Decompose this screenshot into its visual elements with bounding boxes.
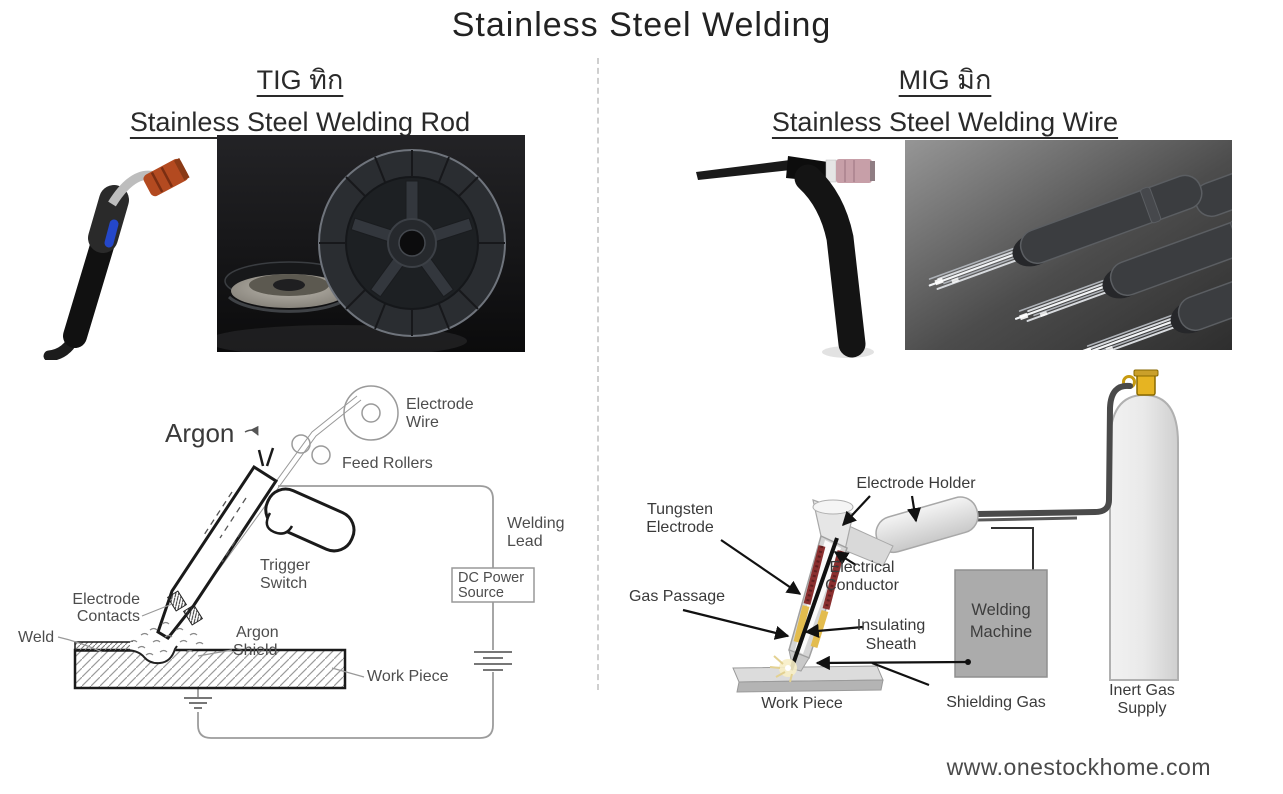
- label-shielding-gas: Shielding Gas: [946, 694, 1046, 711]
- tig-torch-photo: [696, 156, 875, 358]
- rod-tube-3: [1078, 241, 1232, 350]
- rod-tube-1: [928, 174, 1203, 290]
- label-trigger-switch-2: Switch: [260, 575, 307, 592]
- rod-tube-2: [1014, 206, 1232, 322]
- label-argon-shield-2: Shield: [233, 642, 277, 659]
- wire-spool-photo: [217, 135, 525, 352]
- page-title: Stainless Steel Welding: [451, 6, 832, 44]
- left-welding-diagram: DC Power Source: [18, 385, 565, 739]
- lying-wire-spool: [224, 261, 354, 313]
- right-heading-top: MIG มิก: [898, 65, 992, 95]
- label-electrode-wire-2: Wire: [406, 414, 439, 431]
- label-feed-rollers: Feed Rollers: [342, 455, 433, 472]
- label-insulating-sheath-1: Insulating: [857, 617, 926, 634]
- column-divider: [597, 58, 599, 690]
- label-electrode-contacts-2: Contacts: [77, 608, 140, 625]
- label-tungsten-electrode-2: Electrode: [646, 519, 714, 536]
- left-section-heading: TIG ทิก Stainless Steel Welding Rod: [30, 58, 570, 138]
- label-electrical-conductor-1: Electrical: [830, 559, 895, 576]
- label-electrode-contacts-1: Electrode: [72, 591, 140, 608]
- cylinder-valve: [1136, 373, 1156, 396]
- feed-rollers: [291, 434, 331, 465]
- label-insulating-sheath-2: Sheath: [866, 636, 917, 653]
- label-argon: Argon: [165, 418, 234, 448]
- mig-torch-photo: [43, 157, 190, 360]
- label-trigger-switch-1: Trigger: [260, 557, 311, 574]
- label-argon-shield-1: Argon: [236, 624, 279, 641]
- shielding-gas-leader: [871, 661, 930, 687]
- label-work-piece-left: Work Piece: [367, 668, 449, 685]
- gas-hose: [974, 382, 1133, 517]
- right-heading-bottom: Stainless Steel Welding Wire: [771, 107, 1119, 137]
- electrode-wire-spool: [343, 385, 399, 441]
- gas-passage-right: [810, 609, 829, 649]
- battery-symbol: [474, 651, 512, 671]
- welding-rods-photo: [905, 140, 1232, 350]
- label-welding-machine-2: Machine: [970, 623, 1032, 641]
- dc-power-source-box: [451, 567, 535, 603]
- orange-nozzle-tip: [143, 157, 190, 197]
- trigger: [265, 512, 294, 535]
- label-gas-passage: Gas Passage: [629, 588, 725, 605]
- back-cap: [696, 160, 791, 180]
- label-electrical-conductor-2: Conductor: [825, 577, 899, 594]
- welding-machine-box: [954, 569, 1048, 678]
- left-heading-bottom: Stainless Steel Welding Rod: [129, 107, 471, 137]
- label-welding-lead-2: Lead: [507, 533, 543, 550]
- inert-gas-cylinder: [1109, 369, 1179, 681]
- welding-circuit: [197, 485, 494, 739]
- right-section-heading: MIG มิก Stainless Steel Welding Wire: [690, 58, 1200, 138]
- gun-barrel: [156, 464, 279, 640]
- left-heading-top: TIG ทิก: [256, 65, 344, 95]
- label-electrode-wire-1: Electrode: [406, 396, 474, 413]
- gas-passage-left: [793, 605, 810, 643]
- gun-handle: [264, 487, 356, 553]
- website-url: www.onestockhome.com: [946, 754, 1211, 780]
- argon-shield-sparks: [129, 621, 204, 656]
- upright-wire-spool: [318, 149, 506, 337]
- label-dc-power-2: Source: [458, 585, 504, 601]
- tig-torch: [696, 156, 875, 358]
- arc-sparks: [769, 655, 793, 683]
- label-weld: Weld: [18, 629, 54, 646]
- work-piece-slab-right: [732, 665, 884, 693]
- weld-pool: [127, 645, 178, 665]
- argon-pointer: [244, 425, 259, 436]
- label-welding-machine-1: Welding: [971, 601, 1030, 619]
- label-tungsten-electrode-1: Tungsten: [647, 501, 713, 518]
- ground-symbol: [184, 697, 212, 709]
- label-welding-lead-1: Welding: [507, 515, 565, 532]
- label-inert-gas-supply-1: Inert Gas: [1109, 682, 1175, 699]
- tungsten-electrode-rod: [789, 537, 839, 671]
- label-work-piece-right: Work Piece: [761, 695, 843, 712]
- label-dc-power-1: DC Power: [458, 570, 524, 586]
- label-electrode-holder: Electrode Holder: [856, 475, 976, 492]
- power-cable: [976, 516, 1078, 522]
- conductor-strip-left: [803, 545, 826, 605]
- gas-hose-fork: [257, 447, 275, 467]
- electrode-contacts-blocks: [166, 590, 204, 626]
- mig-torch: [43, 157, 190, 360]
- shielding-gas-line: [815, 655, 969, 671]
- machine-lead-line: [991, 527, 1034, 582]
- work-piece-slab: [73, 648, 347, 690]
- right-welding-diagram: Welding Machine: [629, 369, 1179, 717]
- blue-grip: [104, 219, 119, 248]
- label-inert-gas-supply-2: Supply: [1118, 700, 1167, 717]
